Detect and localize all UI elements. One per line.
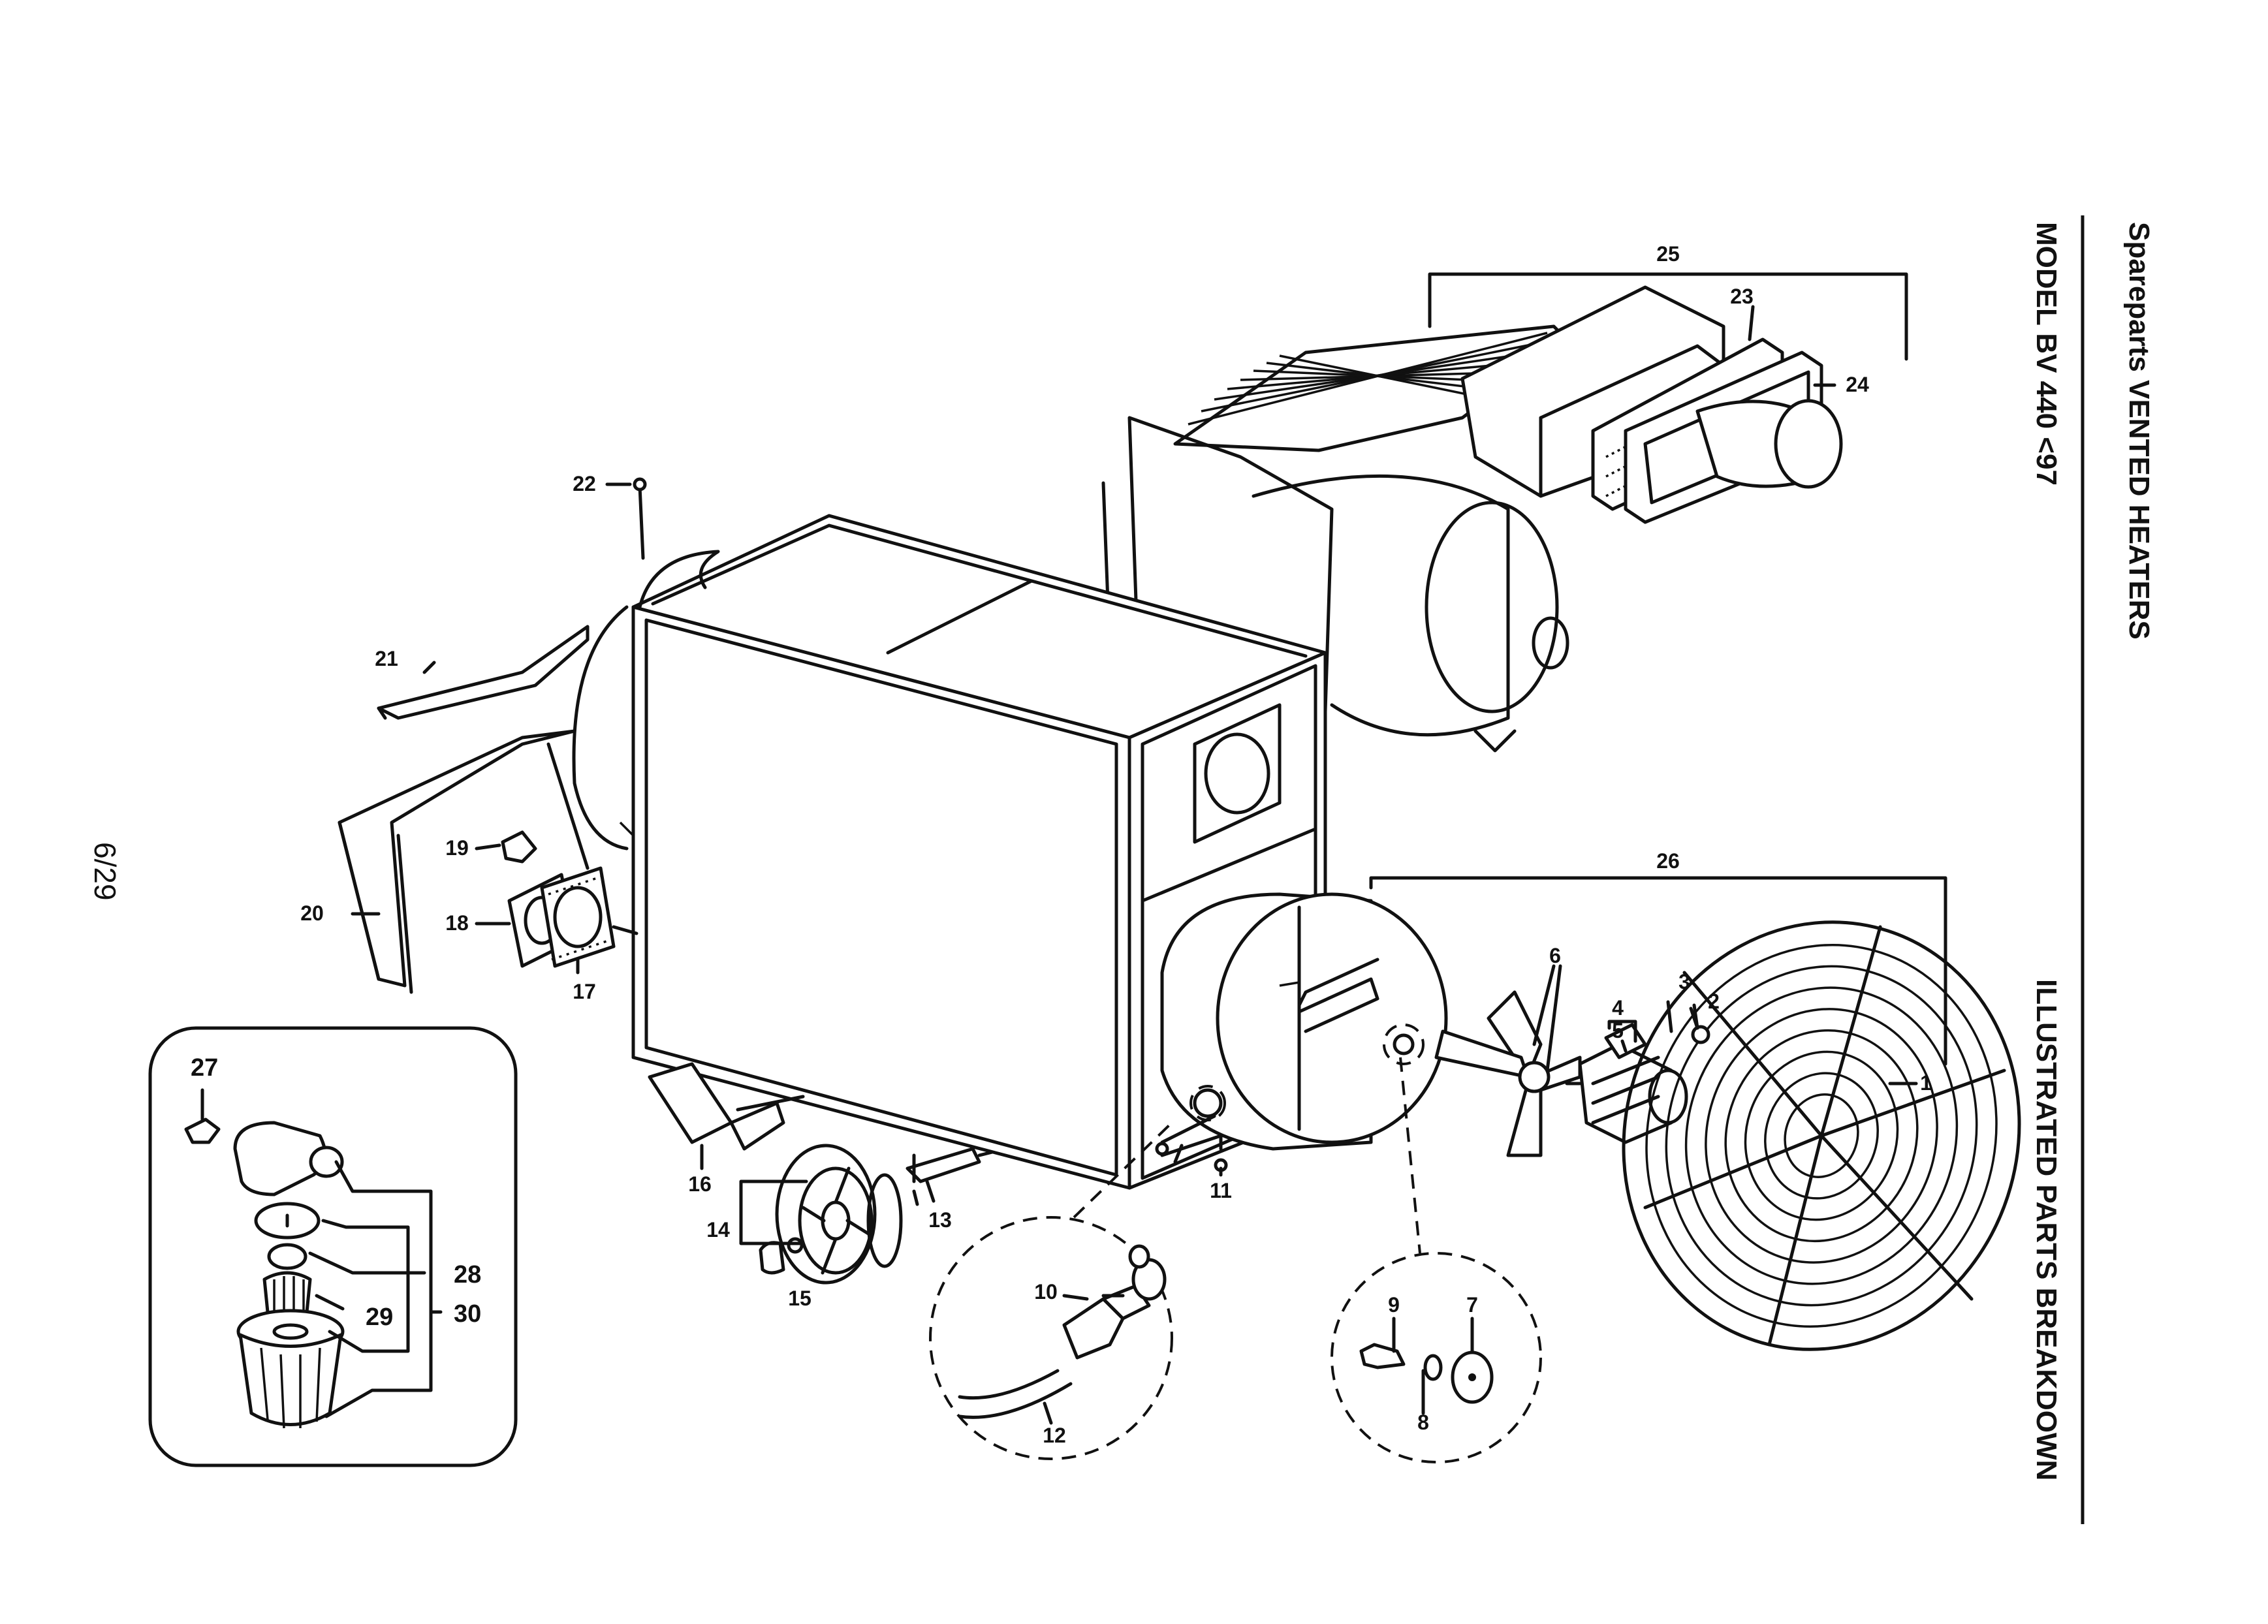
callout-23: 23	[1730, 285, 1754, 308]
callout-9: 9	[1388, 1293, 1400, 1317]
callout-18: 18	[445, 911, 469, 935]
callout-29: 29	[366, 1304, 393, 1331]
fan-housing	[1155, 892, 1448, 1172]
callout-19: 19	[445, 836, 469, 860]
callout-26: 26	[1656, 849, 1680, 873]
nut-2	[1691, 1025, 1710, 1044]
bracket-26	[1369, 876, 1947, 1066]
fan-blade	[1434, 964, 1582, 1157]
callout-3: 3	[1678, 970, 1690, 993]
callout-7: 7	[1466, 1293, 1478, 1317]
callout-20: 20	[300, 901, 324, 925]
callout-30: 30	[454, 1300, 481, 1328]
burner-parts	[338, 477, 647, 994]
callout-13: 13	[928, 1208, 952, 1232]
callout-15: 15	[788, 1287, 811, 1310]
lower-parts	[739, 1144, 994, 1285]
section-title: ILLUSTRATED PARTS BREAKDOWN	[2030, 979, 2062, 1480]
callout-24: 24	[1846, 373, 1869, 396]
callout-11: 11	[1210, 1179, 1232, 1202]
callout-17: 17	[573, 980, 596, 1003]
oil-filter-inset	[148, 1026, 518, 1467]
leader-lines	[351, 305, 1918, 1425]
callout-21: 21	[375, 647, 398, 670]
callout-2: 2	[1708, 990, 1720, 1013]
callout-6: 6	[1549, 944, 1561, 967]
document-title: Spareparts VENTED HEATERS	[2123, 222, 2155, 640]
callout-8: 8	[1417, 1411, 1429, 1434]
callout-25: 25	[1656, 242, 1680, 266]
heat-exchanger-assembly	[1101, 272, 1908, 753]
callout-5: 5	[1612, 1019, 1624, 1042]
callout-14: 14	[706, 1218, 730, 1241]
model-label: MODEL BV 440 <97	[2030, 222, 2062, 486]
callout-1: 1	[1920, 1071, 1932, 1095]
callout-16: 16	[688, 1172, 712, 1196]
callout-27: 27	[191, 1054, 218, 1082]
callout-4: 4	[1612, 996, 1624, 1020]
detail-circle-hose	[929, 1121, 1173, 1460]
motor	[1565, 1023, 1688, 1144]
header: Spareparts VENTED HEATERS MODEL BV 440 <…	[2030, 215, 2155, 1524]
callout-10: 10	[1034, 1280, 1058, 1304]
fan-guard	[1622, 920, 2021, 1351]
callout-28: 28	[454, 1261, 481, 1288]
page-number: 6/29	[88, 842, 122, 901]
callout-12: 12	[1043, 1424, 1066, 1447]
callout-22: 22	[573, 472, 596, 495]
callouts: 1 2 3 4 5 6 7 8 9 10 11 12 13 14 15 16 1…	[191, 242, 1932, 1447]
